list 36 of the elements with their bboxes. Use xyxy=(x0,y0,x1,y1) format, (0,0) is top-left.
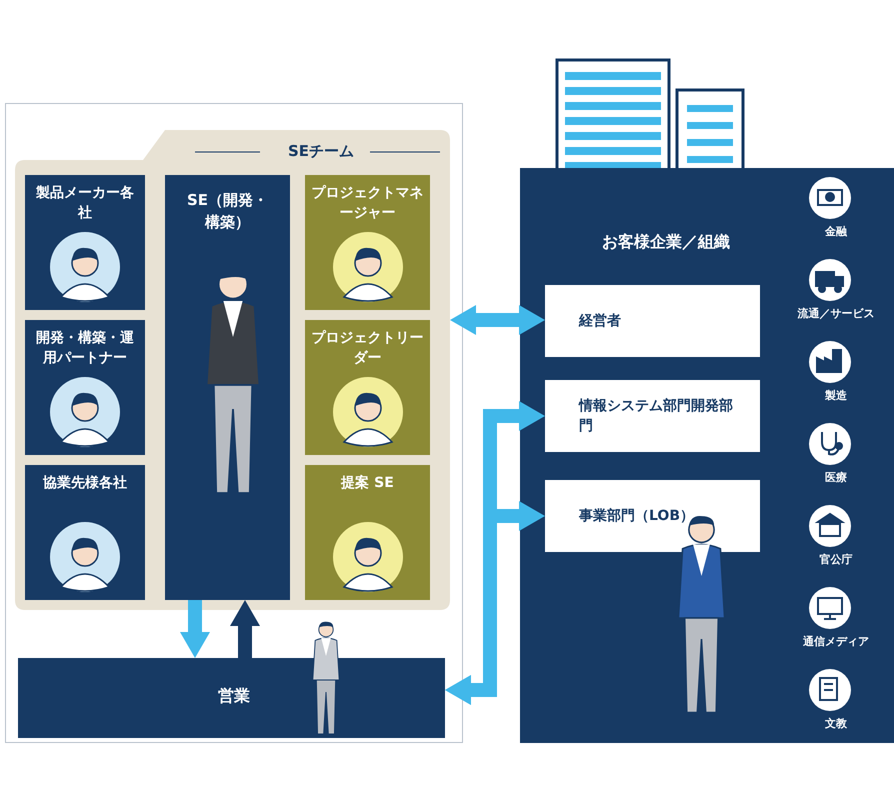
role-card xyxy=(165,175,290,600)
role-card xyxy=(25,465,145,600)
card-title: 開発・構築・運用パートナー xyxy=(35,329,135,368)
department-box xyxy=(545,380,760,452)
role-card xyxy=(25,320,145,455)
panel-title: お客様企業／組織 xyxy=(601,232,731,252)
department-box xyxy=(545,285,760,357)
panel-title: SEチーム xyxy=(286,141,356,161)
box-label: 情報システム部門開発部門 xyxy=(577,396,734,436)
team-panel xyxy=(15,130,450,610)
role-card xyxy=(305,465,430,600)
role-card xyxy=(305,320,430,455)
role-card xyxy=(305,175,430,310)
arrow xyxy=(230,600,260,658)
category-label: 通信メディア xyxy=(802,634,870,650)
role-card xyxy=(25,175,145,310)
customer-panel xyxy=(520,168,894,743)
card-title: プロジェクトリーダー xyxy=(310,329,424,368)
category-label: 医療 xyxy=(824,470,848,486)
card-title: 提案 SE xyxy=(340,474,395,493)
category-label: 製造 xyxy=(824,388,848,404)
bar-label: 営業 xyxy=(217,686,251,706)
card-title: 協業先様各社 xyxy=(42,474,128,493)
box-label: 事業部門（LOB） xyxy=(578,506,695,526)
arrow xyxy=(445,501,545,705)
card-title: SE（開発・構築） xyxy=(186,190,270,233)
card-title: プロジェクトマネージャー xyxy=(310,184,424,223)
category-label: 官公庁 xyxy=(818,552,854,568)
arrow xyxy=(450,305,545,335)
box-label: 経営者 xyxy=(578,312,622,331)
arrow xyxy=(180,600,210,658)
department-box xyxy=(545,480,760,552)
category-label: 金融 xyxy=(824,224,848,240)
category-label: 文教 xyxy=(824,716,848,732)
card-title: 製品メーカー各社 xyxy=(35,184,135,223)
category-label: 流通／サービス xyxy=(796,306,876,322)
